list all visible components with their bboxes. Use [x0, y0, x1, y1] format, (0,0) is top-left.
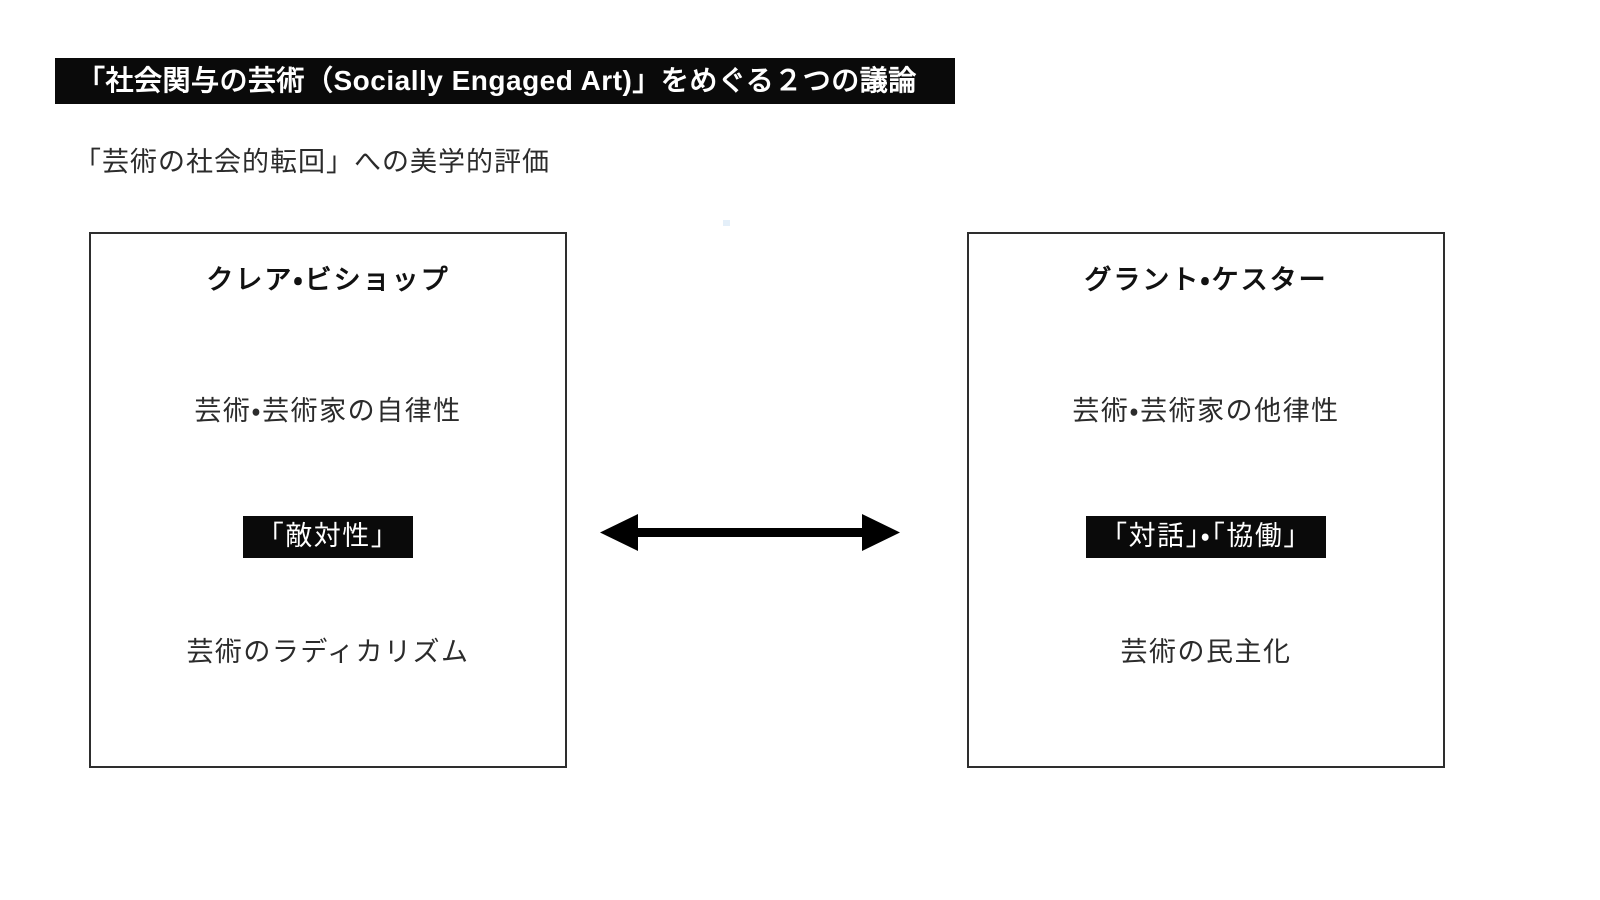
- panel-concept-kester: 芸術・芸術家の他律性: [1072, 396, 1340, 426]
- panel-outcome-kester: 芸術の民主化: [1120, 637, 1292, 668]
- comparison-panel-bishop: クレア・ビショップ 芸術・芸術家の自律性 「敵対性」 芸術のラディカリズム: [89, 232, 567, 768]
- panel-outcome-bishop: 芸術のラディカリズム: [186, 637, 470, 668]
- render-artifact-speck: [723, 220, 730, 226]
- panel-keyword-bishop: 「敵対性」: [242, 516, 414, 559]
- subtitle: 「芸術の社会的転回」への美学的評価: [74, 147, 550, 177]
- panel-heading-kester: グラント・ケスター: [1084, 265, 1328, 295]
- double-headed-arrow-icon: [600, 508, 900, 560]
- page-title: 「社会関与の芸術（Socially Engaged Art)」をめぐる２つの議論: [77, 65, 917, 96]
- comparison-panel-kester: グラント・ケスター 芸術・芸術家の他律性 「対話」・「協働」 芸術の民主化: [967, 232, 1445, 768]
- panel-keyword-kester: 「対話」・「協働」: [1086, 516, 1326, 559]
- panel-heading-bishop: クレア・ビショップ: [206, 265, 450, 295]
- panel-concept-bishop: 芸術・芸術家の自律性: [194, 396, 462, 426]
- title-banner: 「社会関与の芸術（Socially Engaged Art)」をめぐる２つの議論: [55, 58, 955, 104]
